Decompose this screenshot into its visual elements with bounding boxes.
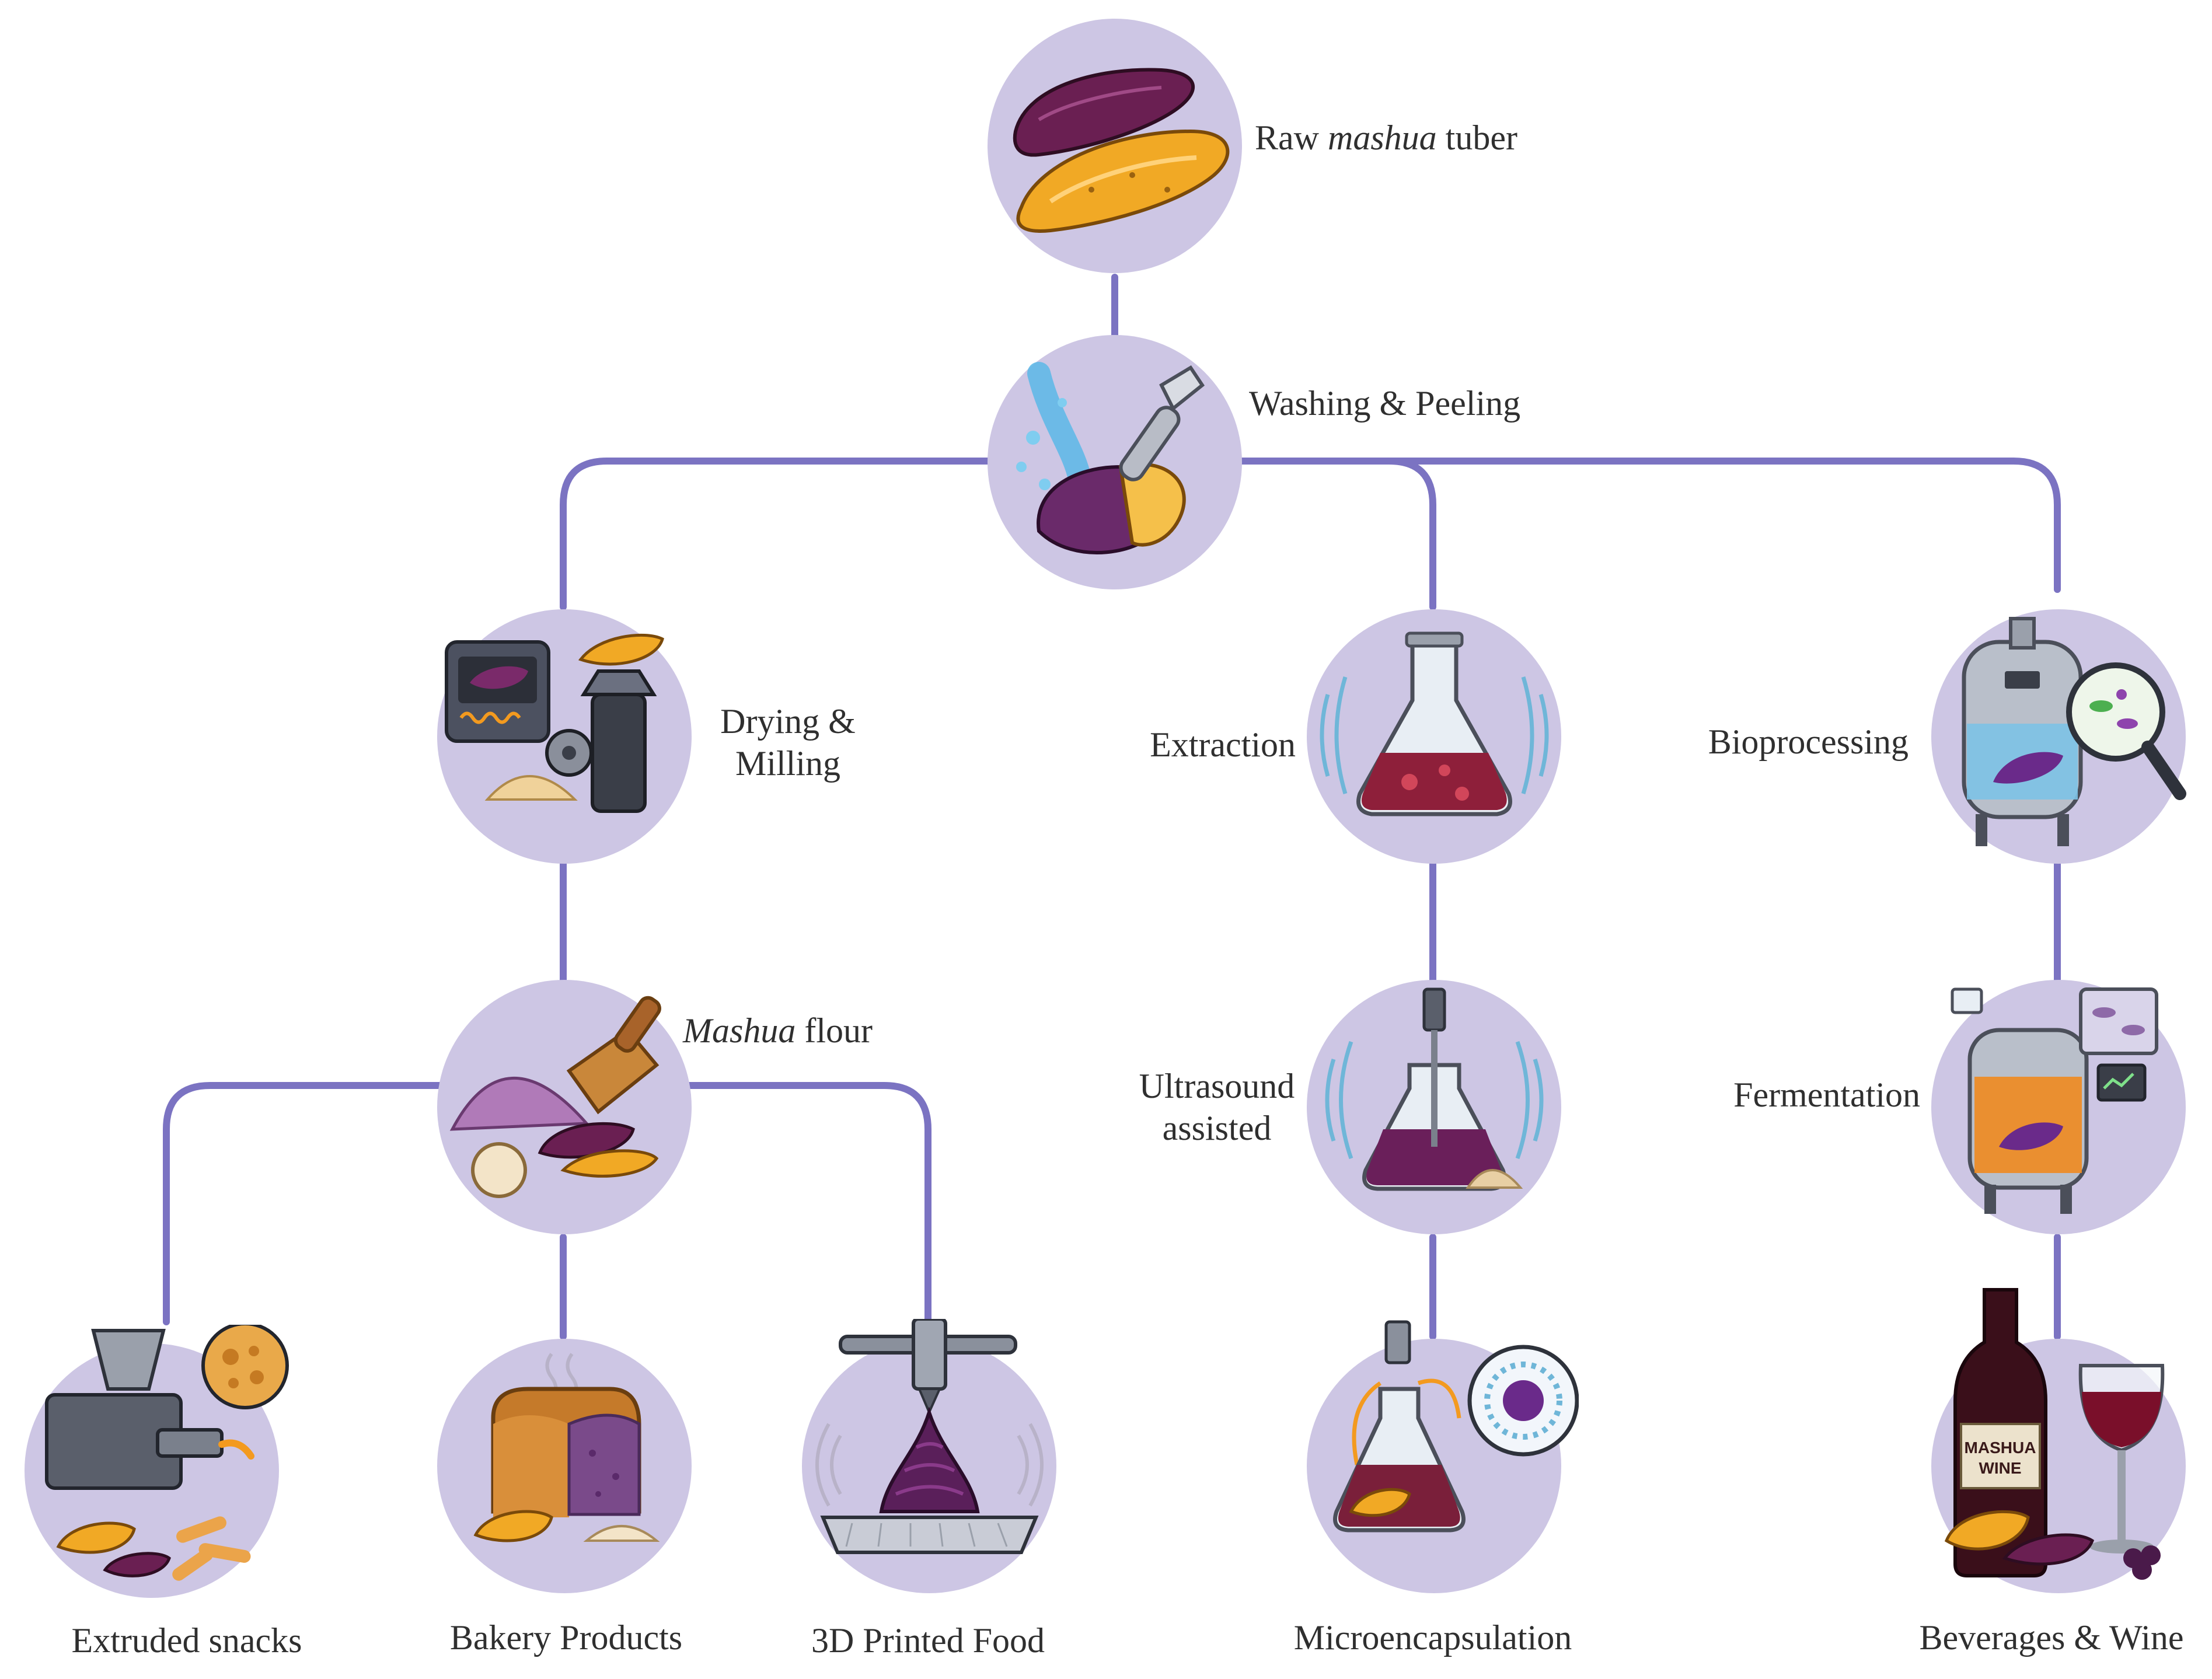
drying-label: Drying &Milling [720,702,856,783]
microencapsulation-node [1307,1320,1579,1593]
connector-washing-to-bioprocessing [1386,458,2061,593]
wine-icon: MASHUA WINE [1944,1288,2165,1580]
bioreactor-icon [1962,617,2186,846]
bakery-node [437,1339,692,1593]
drying-node [437,609,692,864]
connector-washing-to-extraction [1234,458,1436,610]
oven-grinder-icon [445,633,664,813]
bakery-label: Bakery Products [449,1618,683,1657]
washing-label: Washing & Peeling [1249,384,1521,423]
fermentation-node [1931,980,2186,1234]
svg-text:WINE: WINE [1979,1459,2021,1477]
bread-icon [473,1353,660,1542]
extruded-label: Extruded snacks [71,1621,302,1660]
3d-printer-icon [815,1319,1044,1554]
bioprocessing-label: Bioprocessing [1708,722,1909,761]
flour-node [437,980,692,1234]
beverages-label: Beverages & Wine [1919,1618,2184,1657]
extraction-node [1307,609,1561,864]
washing-peeling-icon [1016,362,1205,554]
bioprocessing-node [1931,609,2186,864]
printed-node [802,1319,1056,1593]
connector-flour-to-extruded [163,1082,453,1325]
connector-washing-to-drying [560,458,996,610]
fermentation-label: Fermentation [1733,1076,1920,1114]
extraction-label: Extraction [1150,725,1296,764]
tuber-icon [1013,68,1230,233]
beverages-node: MASHUA WINE [1931,1288,2186,1593]
washing-node [988,335,1242,589]
extruded-node [25,1325,289,1598]
printed-label: 3D Printed Food [811,1621,1045,1660]
svg-text:MASHUA: MASHUA [1965,1439,2036,1457]
ultrasound-flask-icon [1325,987,1544,1191]
fermenter-icon [1951,987,2158,1214]
raw-tuber-label: Raw mashua tuber [1255,118,1517,157]
extruder-icon [45,1325,289,1581]
microencapsulation-label: Microencapsulation [1293,1618,1572,1657]
flask-icon [1320,631,1549,816]
flour-scoop-icon [449,996,661,1198]
ultrasound-node [1307,980,1561,1234]
microcapsule-icon [1333,1320,1579,1533]
flour-label: Mashua flour [683,1011,873,1050]
raw-tuber-node [988,19,1242,273]
connector-flour-to-printed [674,1082,931,1325]
